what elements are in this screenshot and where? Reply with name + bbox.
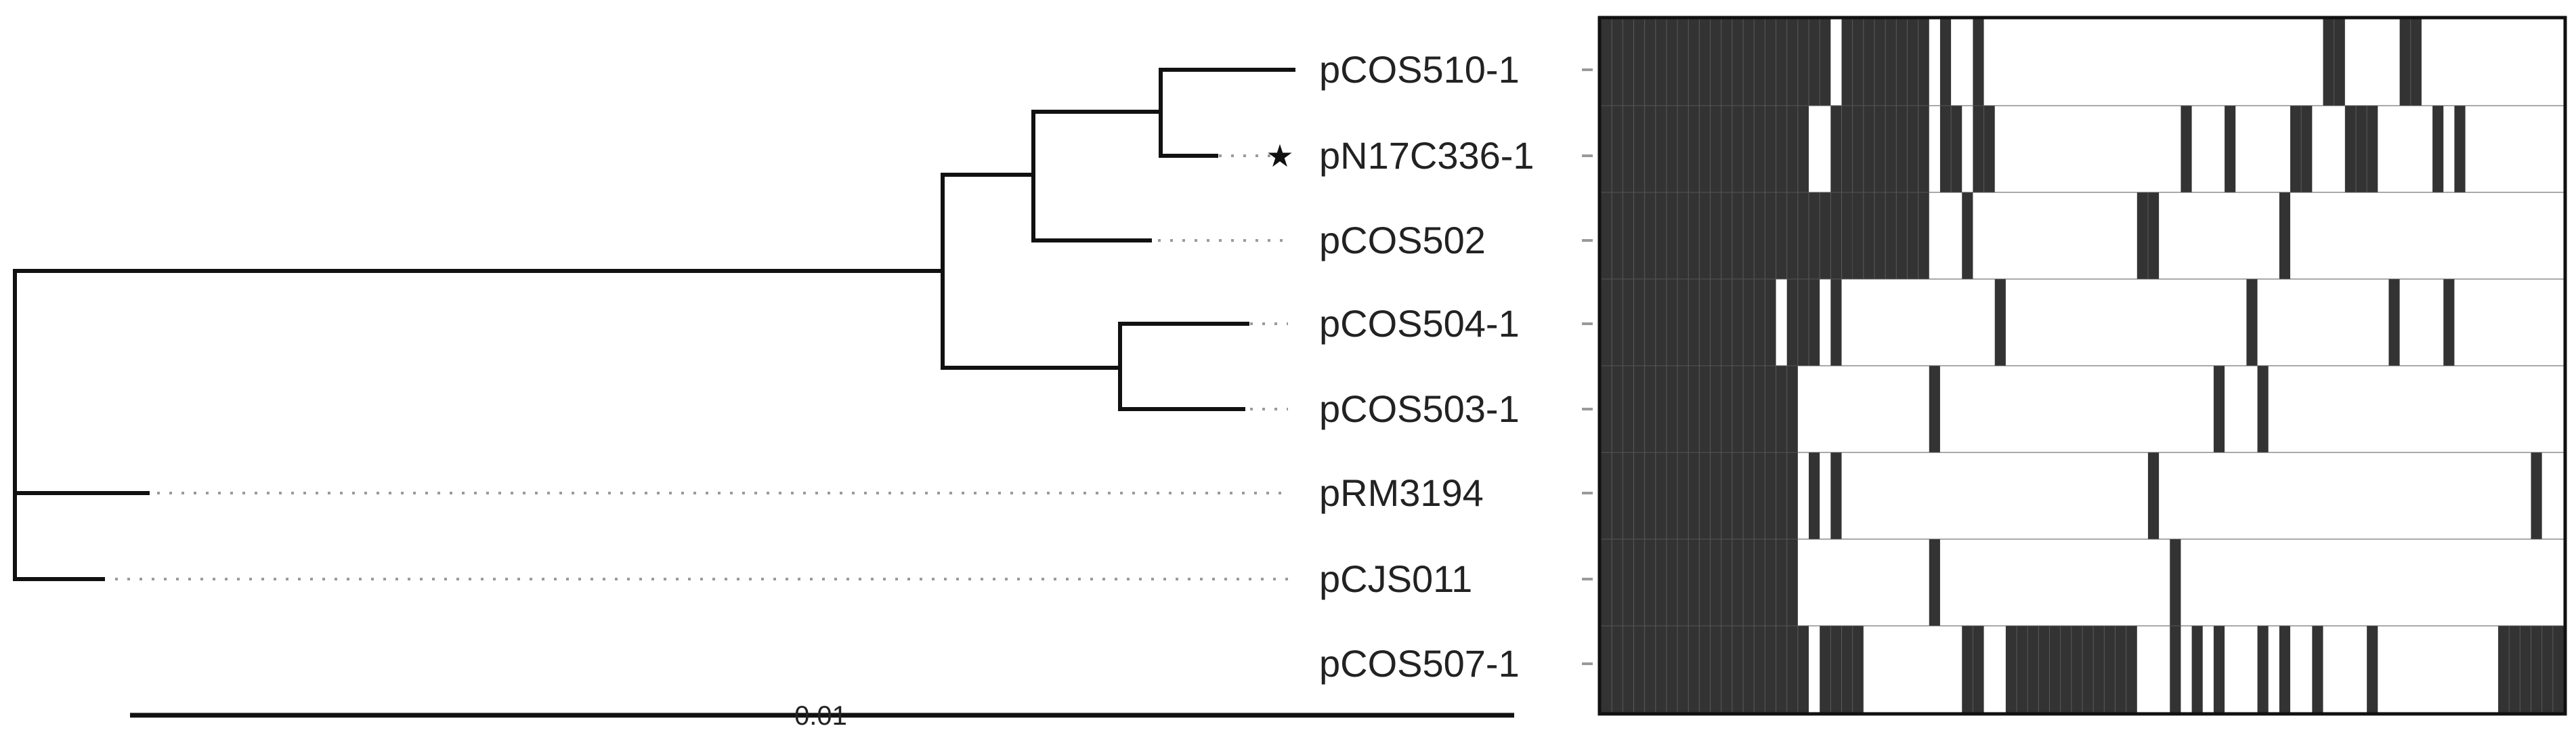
matrix-cell-present bbox=[2191, 626, 2203, 713]
leader-lines bbox=[115, 154, 1288, 580]
row-ticks bbox=[1582, 68, 1593, 665]
matrix-cell-present bbox=[1830, 452, 1842, 539]
matrix-cell-present bbox=[2388, 279, 2400, 366]
matrix-cell-present bbox=[2246, 279, 2258, 366]
matrix-cell-present bbox=[2257, 366, 2269, 452]
presence-matrix bbox=[1601, 19, 2564, 713]
matrix-cell-present bbox=[2181, 106, 2192, 192]
scale-bar-label: 0.01 bbox=[794, 701, 847, 731]
matrix-cell-present bbox=[1929, 539, 1940, 626]
matrix-cell-present bbox=[1830, 279, 1842, 366]
matrix-cell-present bbox=[2257, 626, 2269, 713]
matrix-cell-present bbox=[1830, 106, 1929, 192]
matrix-cell-present bbox=[1786, 279, 1820, 366]
matrix-cell-present bbox=[1852, 192, 1929, 279]
matrix-cell-present bbox=[1809, 452, 1820, 539]
scale-bar: 0.01 bbox=[130, 701, 1514, 731]
matrix-cell-present bbox=[2279, 626, 2291, 713]
matrix-cell-present bbox=[1962, 192, 1973, 279]
star-icon: ★ bbox=[1266, 137, 1293, 174]
matrix-cell-present bbox=[1601, 106, 1809, 192]
matrix-cell-present bbox=[2367, 626, 2378, 713]
matrix-cell-present bbox=[1939, 19, 1952, 106]
leaf-label: pRM3194 bbox=[1319, 471, 1484, 514]
matrix-cell-present bbox=[2170, 539, 2181, 626]
matrix-cell-present bbox=[2312, 626, 2323, 713]
matrix-cell-present bbox=[1994, 279, 2006, 366]
matrix-cell-present bbox=[2454, 106, 2466, 192]
matrix-cell-present bbox=[2213, 626, 2225, 713]
matrix-cell-present bbox=[1601, 192, 1853, 279]
matrix-cell-present bbox=[2213, 366, 2225, 452]
leaf-label: pCOS507-1 bbox=[1319, 642, 1520, 685]
matrix-cell-present bbox=[2279, 192, 2291, 279]
matrix-cell-present bbox=[2344, 106, 2378, 192]
leaf-label: pCOS504-1 bbox=[1319, 302, 1520, 345]
matrix-cell-present bbox=[2147, 452, 2160, 539]
matrix-cell-present bbox=[1973, 19, 1984, 106]
matrix-cell-present bbox=[1929, 366, 1940, 452]
tree-branches bbox=[13, 68, 1295, 581]
matrix-cell-present bbox=[2225, 106, 2236, 192]
leaf-label: pCOS503-1 bbox=[1319, 387, 1520, 430]
matrix-cell-present bbox=[2170, 626, 2181, 713]
leaf-label: pCOS510-1 bbox=[1319, 48, 1520, 91]
leaf-label: pN17C336-1 bbox=[1319, 134, 1534, 177]
matrix-cell-present bbox=[2432, 106, 2444, 192]
leaf-labels: ★ pCOS510-1 pN17C336-1 pCOS502 pCOS504-1… bbox=[1266, 48, 1534, 685]
leaf-label: pCOS502 bbox=[1319, 219, 1486, 261]
matrix-frame bbox=[1597, 16, 2567, 716]
leaf-label: pCJS011 bbox=[1319, 557, 1472, 600]
matrix-cell-present bbox=[1601, 19, 1831, 106]
matrix-cell-present bbox=[2531, 452, 2542, 539]
matrix-cell-present bbox=[1601, 626, 1809, 713]
matrix-cell-present bbox=[2443, 279, 2455, 366]
